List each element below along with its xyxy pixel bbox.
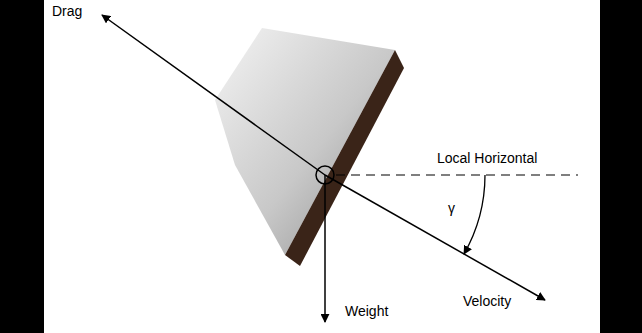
drag-arrow	[102, 15, 325, 175]
force-label: Drag	[52, 3, 82, 19]
force-label: Velocity	[463, 293, 511, 309]
heat-shield	[285, 50, 404, 266]
gamma-arc	[464, 175, 485, 254]
horizontal-line	[336, 174, 578, 175]
force-label: Weight	[345, 303, 388, 319]
velocity-arrow	[325, 175, 545, 300]
angle-label: γ	[448, 200, 455, 216]
center-of-mass	[316, 166, 334, 184]
axis-label: Local Horizontal	[437, 150, 537, 166]
weight-arrow	[324, 175, 326, 322]
